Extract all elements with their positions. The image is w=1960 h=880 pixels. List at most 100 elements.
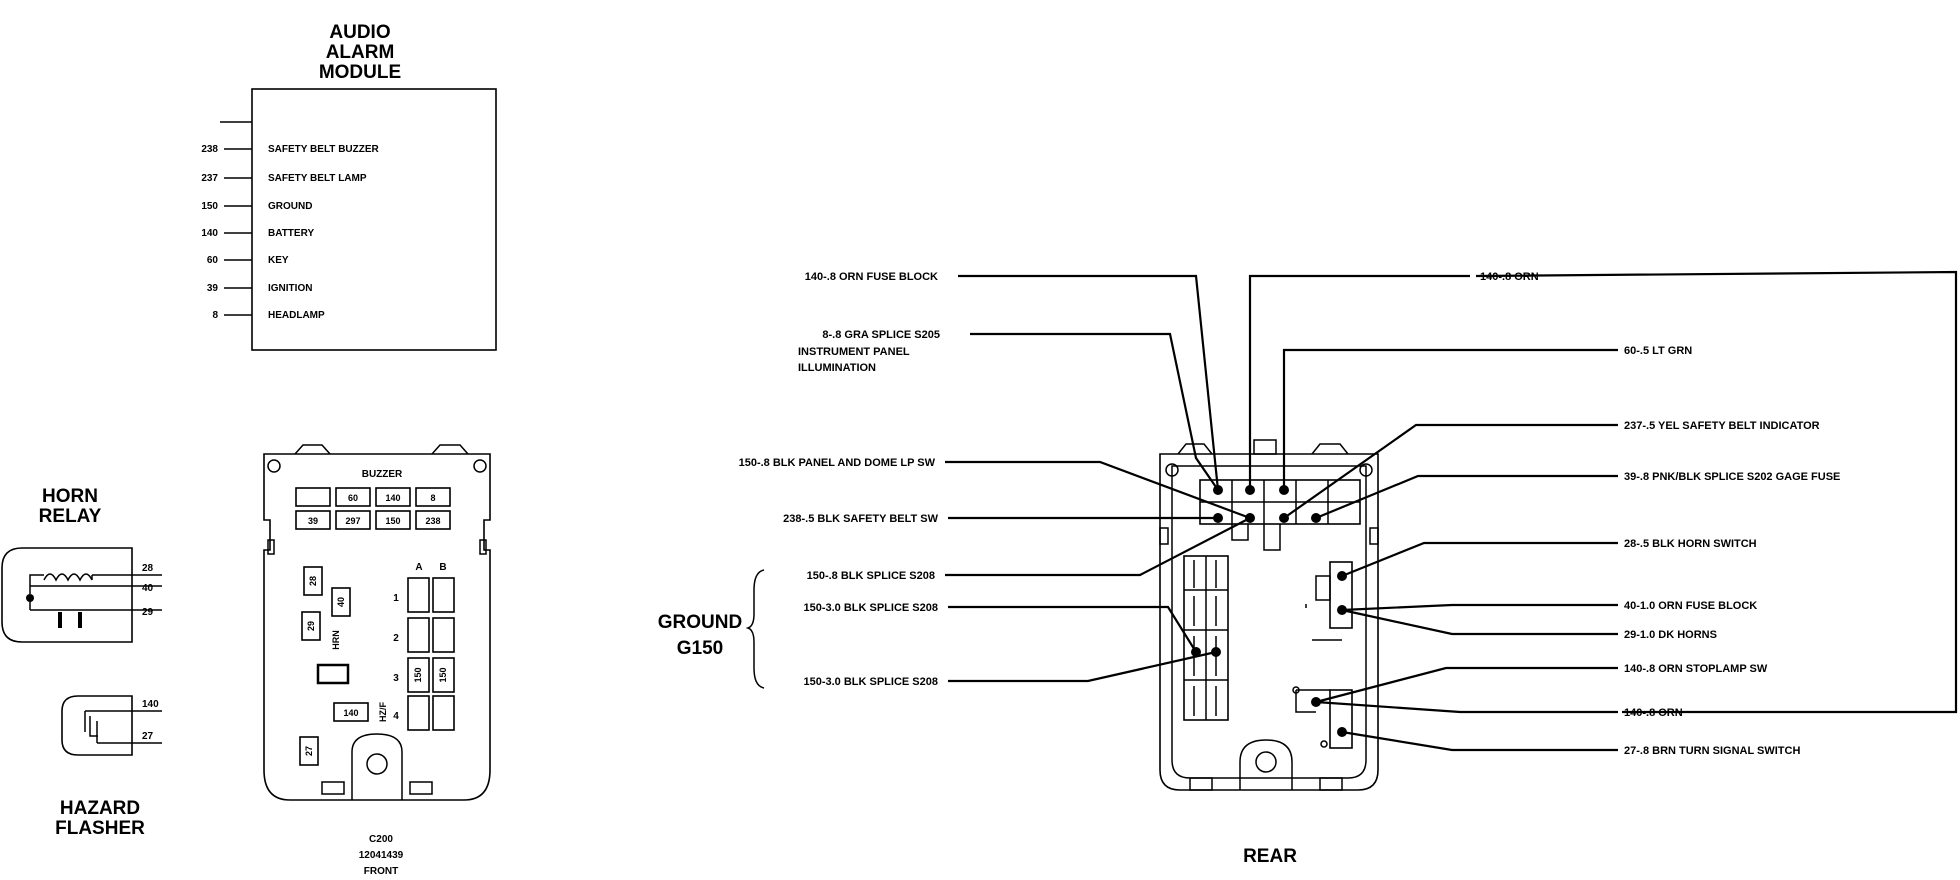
pin-function: BATTERY bbox=[268, 228, 314, 239]
connector-front-view: BUZZER 60 140 8 39 297 150 238 28 40 29 … bbox=[263, 444, 491, 877]
fuse-cavity-2b bbox=[432, 617, 455, 653]
ground-label-line-1: GROUND bbox=[658, 612, 742, 633]
cavity-28 bbox=[303, 566, 323, 596]
leader-line bbox=[945, 460, 1251, 520]
cavity-label: 140 bbox=[343, 708, 358, 718]
module-pin-60: 60 KEY bbox=[207, 255, 289, 266]
module-body bbox=[251, 88, 497, 351]
leader-line bbox=[1282, 348, 1618, 490]
cavity-label: 29 bbox=[306, 621, 316, 631]
pin-function: GROUND bbox=[268, 201, 312, 212]
row-number: 2 bbox=[393, 633, 399, 644]
callout-150-splice-1: 150-.8 BLK SPLICE S208 bbox=[807, 570, 935, 582]
module-title-line-2: ALARM bbox=[326, 42, 395, 63]
leader-line bbox=[1315, 666, 1618, 704]
horn-relay-title-line-2: RELAY bbox=[39, 506, 102, 527]
hrn-label: HRN bbox=[331, 630, 341, 650]
leader-line bbox=[1315, 474, 1618, 520]
leader-line bbox=[958, 274, 1220, 491]
fuse-cavity-1a bbox=[407, 577, 430, 613]
cavity-140-flasher bbox=[333, 702, 369, 722]
cavity-label: 297 bbox=[345, 516, 360, 526]
horn-relay-body bbox=[1, 547, 133, 643]
cavity-empty bbox=[295, 487, 331, 507]
leader-loop-140-orn bbox=[1475, 270, 1958, 714]
leader-line bbox=[1341, 603, 1618, 612]
pin-wire-number: 140 bbox=[201, 228, 218, 239]
leader-line bbox=[1315, 700, 1618, 714]
cavity-label: 140 bbox=[385, 493, 400, 503]
callout-28-horn-switch: 28-.5 BLK HORN SWITCH bbox=[1624, 538, 1757, 550]
connector-rear-view: 140-.8 ORN FUSE BLOCK 8-.8 GRA SPLICE S2… bbox=[658, 270, 1958, 867]
leader-line bbox=[945, 517, 1251, 577]
callout-60-lt-grn: 60-.5 LT GRN bbox=[1624, 345, 1692, 357]
mount-hole-icon bbox=[1292, 686, 1300, 694]
hazard-title-line-1: HAZARD bbox=[60, 798, 140, 819]
front-side-latch bbox=[479, 539, 487, 555]
rear-marks bbox=[1305, 604, 1342, 641]
callout-150-splice-2: 150-3.0 BLK SPLICE S208 bbox=[803, 602, 938, 614]
front-bolt-boss bbox=[351, 733, 403, 800]
ground-label-line-2: G150 bbox=[677, 638, 723, 659]
rear-side-latch bbox=[1159, 527, 1169, 545]
stoplamp-connector-tab bbox=[1295, 689, 1330, 713]
module-pin-39: 39 IGNITION bbox=[207, 283, 313, 294]
cavity-60 bbox=[335, 487, 371, 507]
mount-hole-icon bbox=[473, 459, 487, 473]
leader-line bbox=[970, 332, 1219, 491]
rear-housing-inner bbox=[1171, 465, 1367, 779]
pin-function: SAFETY BELT BUZZER bbox=[268, 144, 380, 155]
rear-bolt-boss bbox=[1239, 739, 1293, 790]
hz-f-label: HZ/F bbox=[378, 702, 388, 722]
callout-illumination: ILLUMINATION bbox=[798, 362, 876, 374]
leader-line bbox=[1341, 541, 1618, 578]
leader-line bbox=[1341, 608, 1618, 636]
callout-8-gra-splice: 8-.8 GRA SPLICE S205 bbox=[822, 329, 940, 341]
horn-relay-wire-28: 28 bbox=[142, 563, 154, 574]
module-pin-8: 8 HEADLAMP bbox=[212, 310, 325, 321]
pin-wire-number: 60 bbox=[207, 255, 219, 266]
rear-bottom-tab bbox=[1189, 777, 1213, 791]
cavity-150 bbox=[375, 510, 411, 530]
callout-238-safety-belt-sw: 238-.5 BLK SAFETY BELT SW bbox=[783, 513, 938, 525]
pin-function: KEY bbox=[268, 255, 289, 266]
fuse-cavity-4a bbox=[407, 695, 430, 731]
callout-140-stoplamp: 140-.8 ORN STOPLAMP SW bbox=[1624, 663, 1768, 675]
rear-stoplamp-connector bbox=[1329, 689, 1353, 749]
cavity-label: 40 bbox=[336, 597, 346, 607]
hazard-wire-27: 27 bbox=[142, 731, 154, 742]
callout-39-pnk-blk: 39-.8 PNK/BLK SPLICE S202 GAGE FUSE bbox=[1624, 471, 1840, 483]
callout-40-fuse-block: 40-1.0 ORN FUSE BLOCK bbox=[1624, 600, 1757, 612]
hazard-title-line-2: FLASHER bbox=[55, 818, 145, 839]
cavity-40 bbox=[331, 587, 351, 617]
horn-relay-wire-40: 40 bbox=[142, 583, 154, 594]
leader-line bbox=[1248, 274, 1470, 490]
callout-instrument-panel: INSTRUMENT PANEL bbox=[798, 346, 910, 358]
pin-wire-number: 237 bbox=[201, 173, 218, 184]
leader-line bbox=[948, 605, 1197, 653]
ground-brace bbox=[745, 569, 765, 689]
cavity-label: 27 bbox=[304, 746, 314, 756]
rear-caption: REAR bbox=[1243, 846, 1297, 867]
leader-line bbox=[1341, 730, 1618, 752]
front-bottom-tab bbox=[409, 781, 433, 795]
cavity-29 bbox=[301, 611, 321, 641]
row-number: 1 bbox=[393, 593, 399, 604]
cavity-39 bbox=[295, 510, 331, 530]
cavity-297 bbox=[335, 510, 371, 530]
module-title-line-1: AUDIO bbox=[329, 22, 390, 43]
module-pin-238: 238 SAFETY BELT BUZZER bbox=[201, 144, 379, 155]
cavity-label: 8 bbox=[430, 493, 435, 503]
callout-27-brn: 27-.8 BRN TURN SIGNAL SWITCH bbox=[1624, 745, 1800, 757]
fuse-label-150-b: 150 bbox=[438, 667, 448, 682]
front-caption-line-3: FRONT bbox=[364, 866, 398, 877]
module-pin-140: 140 BATTERY bbox=[201, 228, 314, 239]
pin-function: SAFETY BELT LAMP bbox=[268, 173, 367, 184]
fuse-cavity-2a bbox=[407, 617, 430, 653]
mount-hole-icon bbox=[1165, 463, 1179, 477]
callout-140-orn-top: 140-.8 ORN bbox=[1480, 271, 1539, 283]
callout-150-panel-dome: 150-.8 BLK PANEL AND DOME LP SW bbox=[739, 457, 936, 469]
callout-140-fuse-block: 140-.8 ORN FUSE BLOCK bbox=[805, 271, 938, 283]
horn-relay-title-line-1: HORN bbox=[42, 486, 98, 507]
